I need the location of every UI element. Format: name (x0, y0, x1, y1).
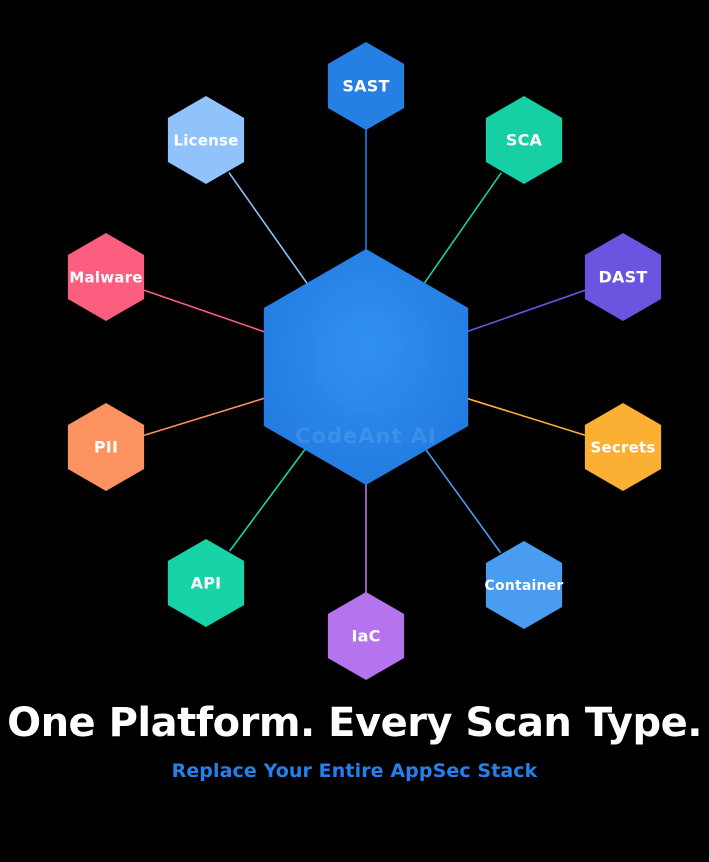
hexagon-malware[interactable] (67, 233, 145, 321)
hexagon-label-malware: Malware (69, 269, 142, 287)
scan-type-node-sca[interactable]: SCA (485, 96, 563, 184)
hexagon-label-pii: PII (94, 438, 118, 457)
spoke-line-malware (143, 289, 278, 337)
scan-type-node-sast[interactable]: SAST (327, 42, 405, 130)
caption-block: One Platform. Every Scan Type. Replace Y… (0, 700, 709, 782)
scan-type-node-secrets[interactable]: Secrets (584, 403, 662, 491)
hexagon-label-iac: IaC (351, 627, 380, 646)
hexagon-label-license: License (174, 132, 239, 150)
headline: One Platform. Every Scan Type. (7, 700, 702, 746)
scan-type-node-malware[interactable]: Malware (67, 233, 145, 321)
hexagon-sast[interactable] (327, 42, 405, 130)
hexagon-label-secrets: Secrets (591, 439, 656, 457)
spoke-line-api (229, 442, 311, 552)
hexagon-license[interactable] (167, 96, 245, 184)
hexagon-dast[interactable] (584, 233, 662, 321)
scan-type-node-dast[interactable]: DAST (584, 233, 662, 321)
hexagon-container[interactable] (485, 541, 563, 629)
center-node-group: CodeAnt AI (263, 249, 469, 485)
scan-type-node-license[interactable]: License (167, 96, 245, 184)
scan-type-node-iac[interactable]: IaC (327, 592, 405, 680)
hexagon-label-container: Container (485, 578, 564, 594)
spoke-line-sca (419, 172, 502, 291)
scan-type-node-pii[interactable]: PII (67, 403, 145, 491)
subtitle: Replace Your Entire AppSec Stack (171, 760, 538, 782)
spoke-line-dast (454, 289, 586, 337)
hexagon-pii[interactable] (67, 403, 145, 491)
hexagon-label-sast: SAST (342, 77, 389, 96)
scan-type-node-container[interactable]: Container (485, 541, 564, 629)
hexagon-label-sca: SCA (506, 131, 543, 150)
hexagon-api[interactable] (167, 539, 245, 627)
spoke-line-pii (143, 393, 277, 436)
scan-type-node-api[interactable]: API (167, 539, 245, 627)
hexagon-label-api: API (191, 574, 222, 593)
eagle-logo-icon (314, 307, 419, 415)
spoke-line-container (420, 442, 502, 554)
hexagon-secrets[interactable] (584, 403, 662, 491)
center-wordmark: CodeAnt AI (295, 424, 437, 448)
hexagon-label-dast: DAST (599, 268, 648, 287)
diagram-svg: CodeAnt AI SAST SCA DAST SecretsContainerIa… (67, 42, 662, 680)
center-hexagon[interactable] (263, 249, 469, 485)
hexagon-iac[interactable] (327, 592, 405, 680)
spoke-line-license (228, 172, 313, 291)
spoke-line-secrets (455, 394, 586, 436)
hexagon-sca[interactable] (485, 96, 563, 184)
